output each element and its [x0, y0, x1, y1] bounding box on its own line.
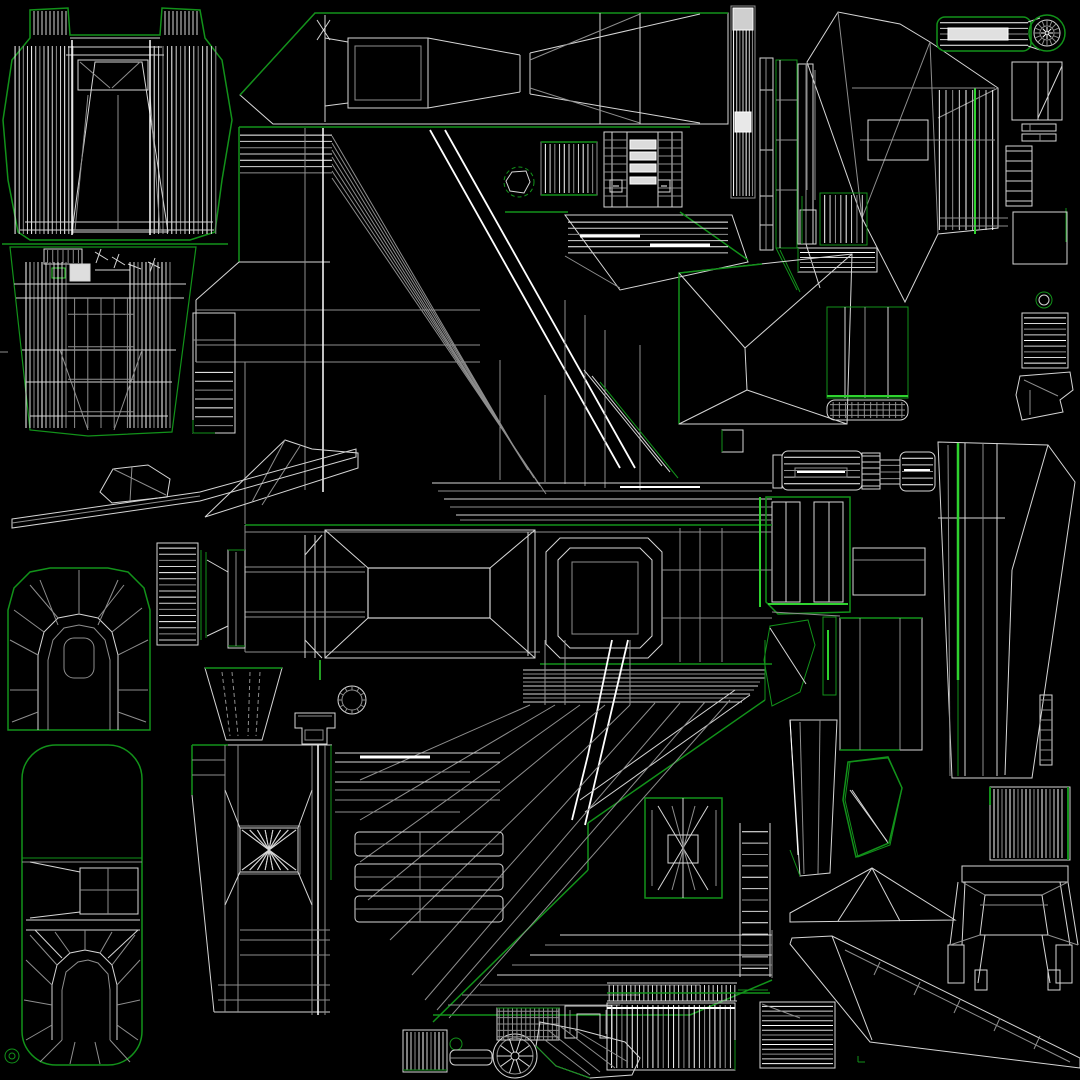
x-frame-island: [644, 797, 723, 899]
upper-hull-island: [195, 126, 772, 524]
instrument-rows-island: [603, 131, 683, 208]
mid-band-room-box: [244, 524, 772, 680]
plain-rect-island: [852, 547, 926, 596]
green-quad-bottom: [842, 756, 903, 859]
grip-island-right: [937, 441, 1076, 779]
ladder-block-top-right: [1005, 145, 1067, 242]
dashed-circle-island: [503, 166, 535, 198]
thin-rail-island: [759, 57, 774, 251]
machine-parts-bottom: [402, 1005, 641, 1079]
vent-block-island: [826, 306, 909, 421]
bolt-assembly: [156, 542, 246, 649]
sliver-island: [0, 351, 357, 529]
rounded-door-island: [4, 744, 143, 1066]
dumbbell-cylinder-island: [772, 450, 936, 492]
dart-island: [204, 439, 359, 518]
grille-island: [191, 744, 500, 1015]
green-striped-block-mid: [799, 192, 868, 246]
gear-circle: [337, 685, 367, 715]
stepped-rect-island: [192, 312, 236, 434]
blade-island-top-right: [806, 11, 1008, 304]
green-top-panel-island: [839, 617, 923, 858]
widget-rect-right: [1012, 211, 1074, 421]
barrel-island-bottom: [2, 243, 228, 437]
triangle-fin: [789, 867, 957, 923]
twin-slot-island: [765, 496, 851, 617]
stool-island: [947, 865, 1079, 991]
mid-band-octagon-frame: [545, 497, 772, 662]
swoosh-island: [789, 935, 1080, 1069]
green-striped-block-bottom-right: [989, 786, 1071, 861]
lower-hull-island: [359, 639, 773, 1023]
striped-square-island: [540, 141, 598, 196]
banded-parallelogram-island: [505, 211, 749, 291]
striped-post-island: [730, 5, 756, 199]
mouse-shape: [99, 464, 171, 504]
striped-bar-mid: [797, 247, 878, 273]
pill-bars: [1021, 123, 1057, 142]
pennant-island: [763, 616, 837, 707]
nose-island: [239, 12, 729, 125]
barrel-island-top: [2, 7, 233, 241]
h-striped-block-bottom: [759, 1001, 836, 1069]
comb-and-block: [606, 982, 770, 1071]
big-quad-island: [678, 253, 853, 453]
bracket-clip: [294, 712, 336, 745]
cup-island: [204, 667, 283, 741]
slat-rows: [354, 831, 504, 923]
key-eye-island: [936, 14, 1066, 52]
tall-blade-bottom: [789, 719, 838, 877]
green-rail-island: [775, 59, 801, 293]
rail-island-3: [797, 63, 821, 289]
arch-tunnel-island: [7, 567, 151, 731]
diagonal-square-island: [1011, 61, 1063, 121]
ladder-column-island: [738, 823, 771, 991]
